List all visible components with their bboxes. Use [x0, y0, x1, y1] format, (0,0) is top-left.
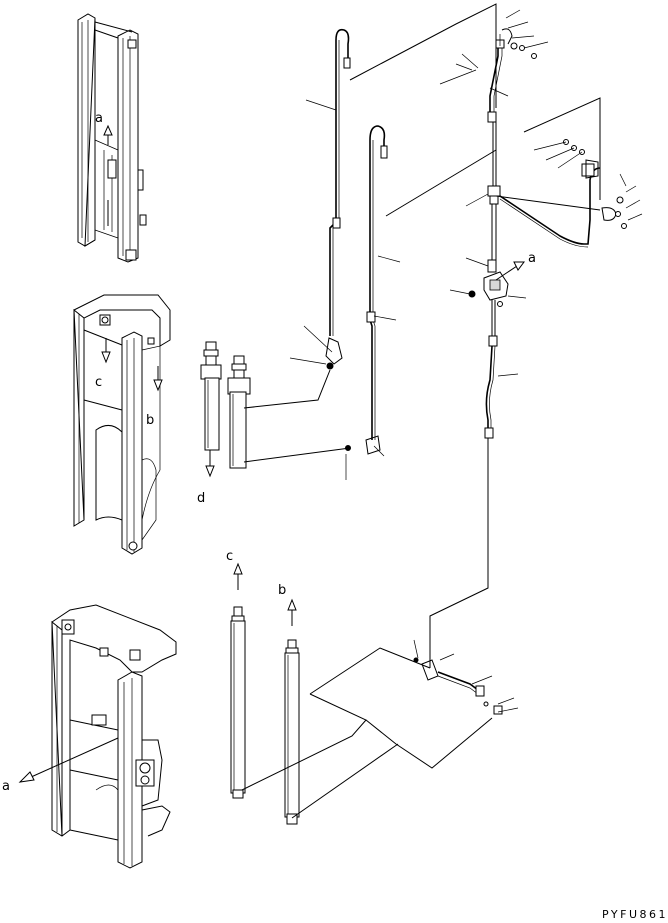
callout-a-bottom: a: [2, 779, 10, 794]
free-lift-cylinders: [200, 341, 351, 478]
drawing-code: PYFU861: [602, 908, 668, 921]
callout-b-mid: b: [146, 413, 154, 428]
mast-view-bottom: [18, 604, 177, 869]
hydraulic-piping: [325, 28, 627, 715]
callout-c-mid: c: [95, 375, 102, 390]
mast-view-middle: [73, 294, 171, 555]
callout-d-cylinder: d: [197, 491, 205, 506]
callout-a-top: a: [95, 111, 103, 126]
leader-lines: [241, 3, 643, 819]
callout-a-valve: a: [528, 251, 536, 266]
callout-b-cylinder: b: [278, 583, 286, 598]
main-lift-cylinders: [230, 562, 300, 825]
mast-view-top: [77, 13, 147, 263]
callout-c-cylinder: c: [226, 549, 233, 564]
